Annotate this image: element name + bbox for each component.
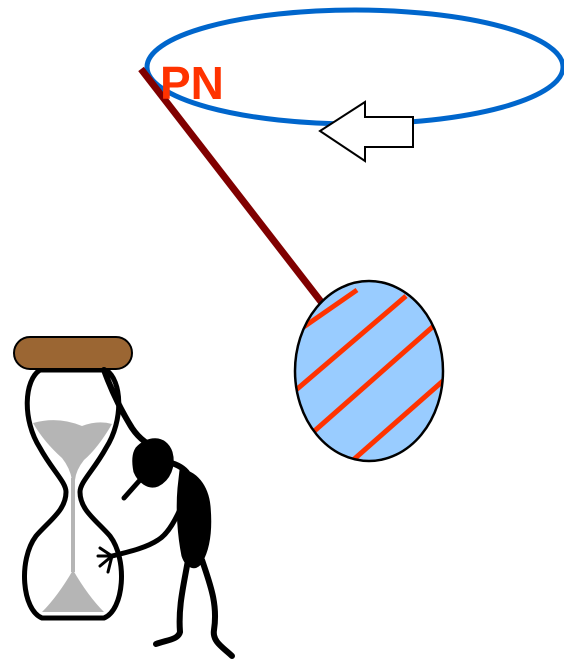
ball-stripe <box>295 294 408 392</box>
stick-figure-icon <box>96 367 235 659</box>
pendulum-ball <box>293 279 445 463</box>
hollow-arrow-left-icon <box>318 100 414 163</box>
hourglass-icon <box>13 336 133 621</box>
pn-label: PN <box>160 57 224 109</box>
pendulum-rod <box>138 66 325 306</box>
ball-stripe <box>309 321 439 436</box>
ball-stripe <box>350 378 443 461</box>
